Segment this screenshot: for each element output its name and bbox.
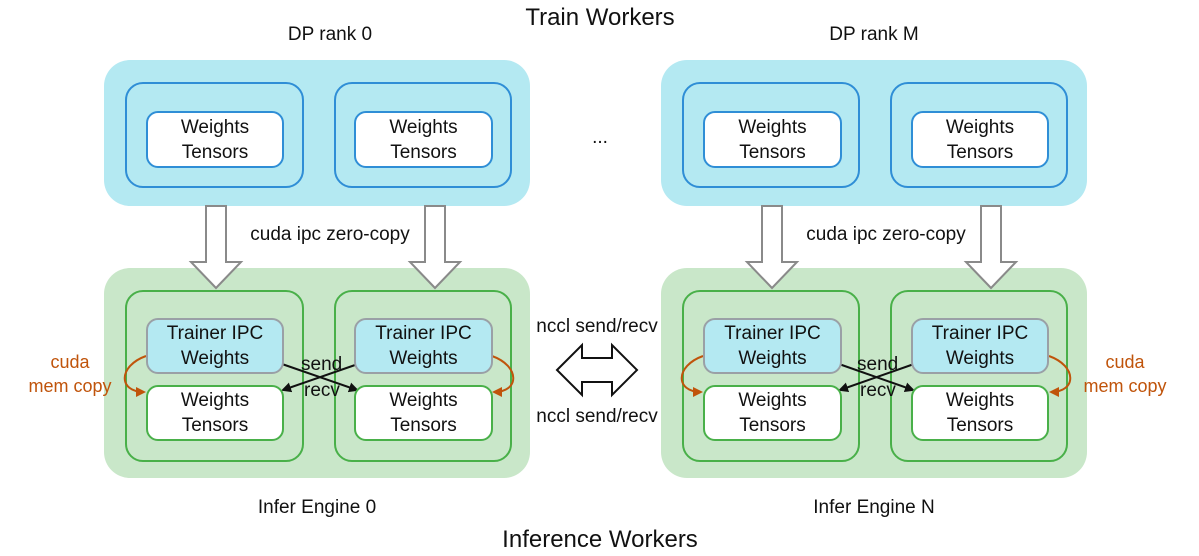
infer-worker-slot — [125, 290, 304, 462]
ipc-down-arrow — [188, 205, 244, 290]
cuda-mem-copy-label-left: cuda mem copy — [28, 352, 112, 396]
train-worker-slot — [682, 82, 860, 188]
weights-tensors-box: Weights Tensors — [703, 385, 842, 441]
ipc-down-arrow — [963, 205, 1019, 290]
send-label: send — [857, 354, 899, 375]
train-workers-title: Train Workers — [525, 4, 675, 31]
ellipsis: ... — [592, 127, 608, 148]
weights-tensors-box: Weights Tensors — [703, 111, 842, 168]
weights-tensors-box: Weights Tensors — [911, 385, 1049, 441]
weights-tensors-box: Weights Tensors — [354, 385, 493, 441]
infer-worker-slot — [890, 290, 1068, 462]
train-worker-slot — [890, 82, 1068, 188]
inference-workers-title: Inference Workers — [502, 526, 698, 553]
ipc-down-arrow — [744, 205, 800, 290]
nccl-label-bottom: nccl send/recv — [536, 406, 658, 427]
dp-rank-0-label: DP rank 0 — [287, 24, 373, 45]
infer-engine-n-label: Infer Engine N — [813, 497, 935, 518]
infer-worker-slot — [682, 290, 860, 462]
dp-rank-m-label: DP rank M — [829, 24, 919, 45]
ipc-down-arrow — [407, 205, 463, 290]
nccl-label-top: nccl send/recv — [536, 316, 658, 337]
trainer-ipc-weights-box: Trainer IPC Weights — [703, 318, 842, 374]
cuda-ipc-label-right: cuda ipc zero-copy — [806, 224, 966, 245]
train-worker-slot — [334, 82, 512, 188]
weights-tensors-box: Weights Tensors — [146, 385, 284, 441]
infer-worker-slot — [334, 290, 512, 462]
recv-label: recv — [304, 380, 340, 401]
weights-tensors-box: Weights Tensors — [911, 111, 1049, 168]
cuda-ipc-label-left: cuda ipc zero-copy — [250, 224, 410, 245]
infer-engine-0-label: Infer Engine 0 — [257, 497, 377, 518]
trainer-ipc-weights-box: Trainer IPC Weights — [911, 318, 1049, 374]
train-worker-slot — [125, 82, 304, 188]
trainer-ipc-weights-box: Trainer IPC Weights — [354, 318, 493, 374]
nccl-double-arrow — [555, 342, 639, 398]
weights-tensors-box: Weights Tensors — [354, 111, 493, 168]
send-label: send — [301, 354, 343, 375]
weights-tensors-box: Weights Tensors — [146, 111, 284, 168]
recv-label: recv — [860, 380, 896, 401]
cuda-mem-copy-label-right: cuda mem copy — [1083, 352, 1167, 396]
trainer-ipc-weights-box: Trainer IPC Weights — [146, 318, 284, 374]
